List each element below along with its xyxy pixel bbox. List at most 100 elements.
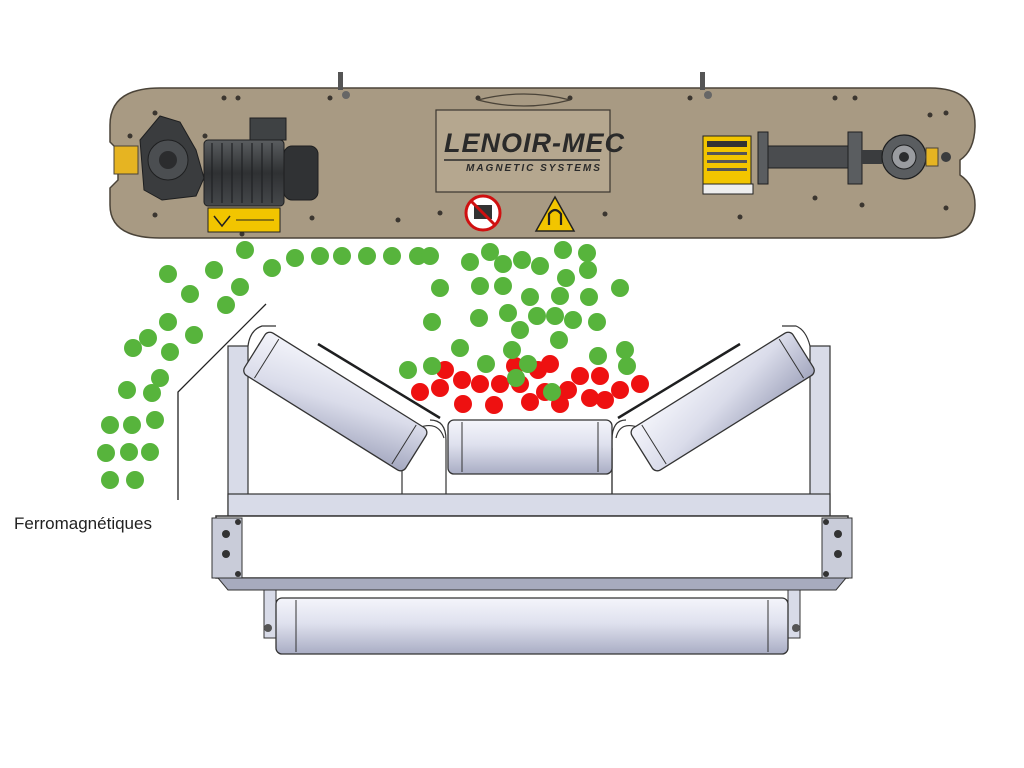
non-ferrous-particle <box>616 341 634 359</box>
ferrous-particle <box>571 367 589 385</box>
non-ferrous-particle <box>358 247 376 265</box>
ferrous-particle <box>581 389 599 407</box>
tension-warning-label <box>702 135 754 195</box>
non-ferrous-particle <box>333 247 351 265</box>
lifting-hook-right <box>700 72 712 99</box>
non-ferrous-particle <box>499 304 517 322</box>
rotation-warning-label <box>207 207 281 233</box>
non-ferrous-particle <box>494 255 512 273</box>
ferrous-particle <box>631 375 649 393</box>
non-ferrous-particle <box>124 339 142 357</box>
overband-magnetic-separator <box>109 72 976 239</box>
non-ferrous-particle <box>618 357 636 375</box>
non-ferrous-particle <box>611 279 629 297</box>
material-particles <box>97 241 649 489</box>
non-ferrous-particle <box>551 287 569 305</box>
non-ferrous-particle <box>101 471 119 489</box>
label-leader-line <box>177 303 267 500</box>
non-ferrous-particle <box>101 416 119 434</box>
non-ferrous-particle <box>557 269 575 287</box>
ferrous-particle <box>411 383 429 401</box>
non-ferrous-particle <box>231 278 249 296</box>
non-ferrous-particle <box>461 253 479 271</box>
non-ferrous-particle <box>578 244 596 262</box>
wing-roller-left <box>243 331 428 472</box>
non-ferrous-particle <box>120 443 138 461</box>
non-ferrous-particle <box>185 326 203 344</box>
non-ferrous-particle <box>423 357 441 375</box>
non-ferrous-particle <box>554 241 572 259</box>
conveyor-troughing-idler <box>211 325 853 655</box>
ferrous-particle <box>453 371 471 389</box>
left-pulley-cap <box>113 145 139 175</box>
non-ferrous-particle <box>513 251 531 269</box>
ferrous-particle <box>521 393 539 411</box>
non-ferrous-particle <box>263 259 281 277</box>
non-ferrous-particle <box>399 361 417 379</box>
non-ferrous-particle <box>143 384 161 402</box>
cross-beam-top <box>227 493 831 517</box>
ferrous-particle <box>485 396 503 414</box>
non-ferrous-particle <box>588 313 606 331</box>
non-ferrous-particle <box>494 277 512 295</box>
non-ferrous-particle <box>511 321 529 339</box>
return-roller <box>275 597 789 655</box>
belt-tensioner-icon <box>757 131 951 185</box>
non-ferrous-particle <box>579 261 597 279</box>
non-ferrous-particle <box>383 247 401 265</box>
brand-tagline: MAGNETIC SYSTEMS <box>466 163 602 174</box>
non-ferrous-particle <box>470 309 488 327</box>
ferrous-particle <box>541 355 559 373</box>
non-ferrous-particle <box>151 369 169 387</box>
non-ferrous-particle <box>550 331 568 349</box>
ferrous-particle <box>611 381 629 399</box>
ferrous-particle <box>491 375 509 393</box>
non-ferrous-particle <box>97 444 115 462</box>
non-ferrous-particle <box>181 285 199 303</box>
non-ferrous-particle <box>521 288 539 306</box>
non-ferrous-particle <box>159 313 177 331</box>
non-ferrous-particle <box>431 279 449 297</box>
housing-bolts <box>127 95 949 237</box>
ferrous-particle <box>431 379 449 397</box>
non-ferrous-particle <box>159 265 177 283</box>
geared-motor-icon <box>139 115 319 207</box>
non-ferrous-particle <box>236 241 254 259</box>
lifting-hook-left <box>338 72 350 99</box>
ferrous-particle <box>471 375 489 393</box>
non-ferrous-particle <box>286 249 304 267</box>
non-ferrous-particle <box>528 307 546 325</box>
non-ferrous-particle <box>519 355 537 373</box>
brand-logo-text: LENOIR-MEC <box>444 128 625 158</box>
non-ferrous-particle <box>589 347 607 365</box>
ferromagnetic-label: Ferromagnétiques <box>14 514 152 533</box>
non-ferrous-particle <box>546 307 564 325</box>
non-ferrous-particle <box>118 381 136 399</box>
magnet-warning-icon <box>534 195 576 232</box>
non-ferrous-particle <box>481 243 499 261</box>
non-ferrous-particle <box>146 411 164 429</box>
non-ferrous-particle <box>311 247 329 265</box>
non-ferrous-particle <box>423 313 441 331</box>
non-ferrous-particle <box>139 329 157 347</box>
non-ferrous-particle <box>580 288 598 306</box>
non-ferrous-particle <box>141 443 159 461</box>
center-roller <box>447 419 613 475</box>
non-ferrous-particle <box>205 261 223 279</box>
no-pacemaker-icon <box>464 194 502 232</box>
non-ferrous-particle <box>477 355 495 373</box>
ferrous-particle <box>591 367 609 385</box>
non-ferrous-particle <box>126 471 144 489</box>
ferrous-particle <box>559 381 577 399</box>
non-ferrous-particle <box>161 343 179 361</box>
non-ferrous-particle <box>564 311 582 329</box>
non-ferrous-particle <box>471 277 489 295</box>
ferrous-particle <box>454 395 472 413</box>
mounting-plate <box>215 515 849 579</box>
ferrous-particle <box>596 391 614 409</box>
non-ferrous-particle <box>451 339 469 357</box>
non-ferrous-particle <box>507 369 525 387</box>
non-ferrous-particle <box>543 383 561 401</box>
non-ferrous-particle <box>503 341 521 359</box>
